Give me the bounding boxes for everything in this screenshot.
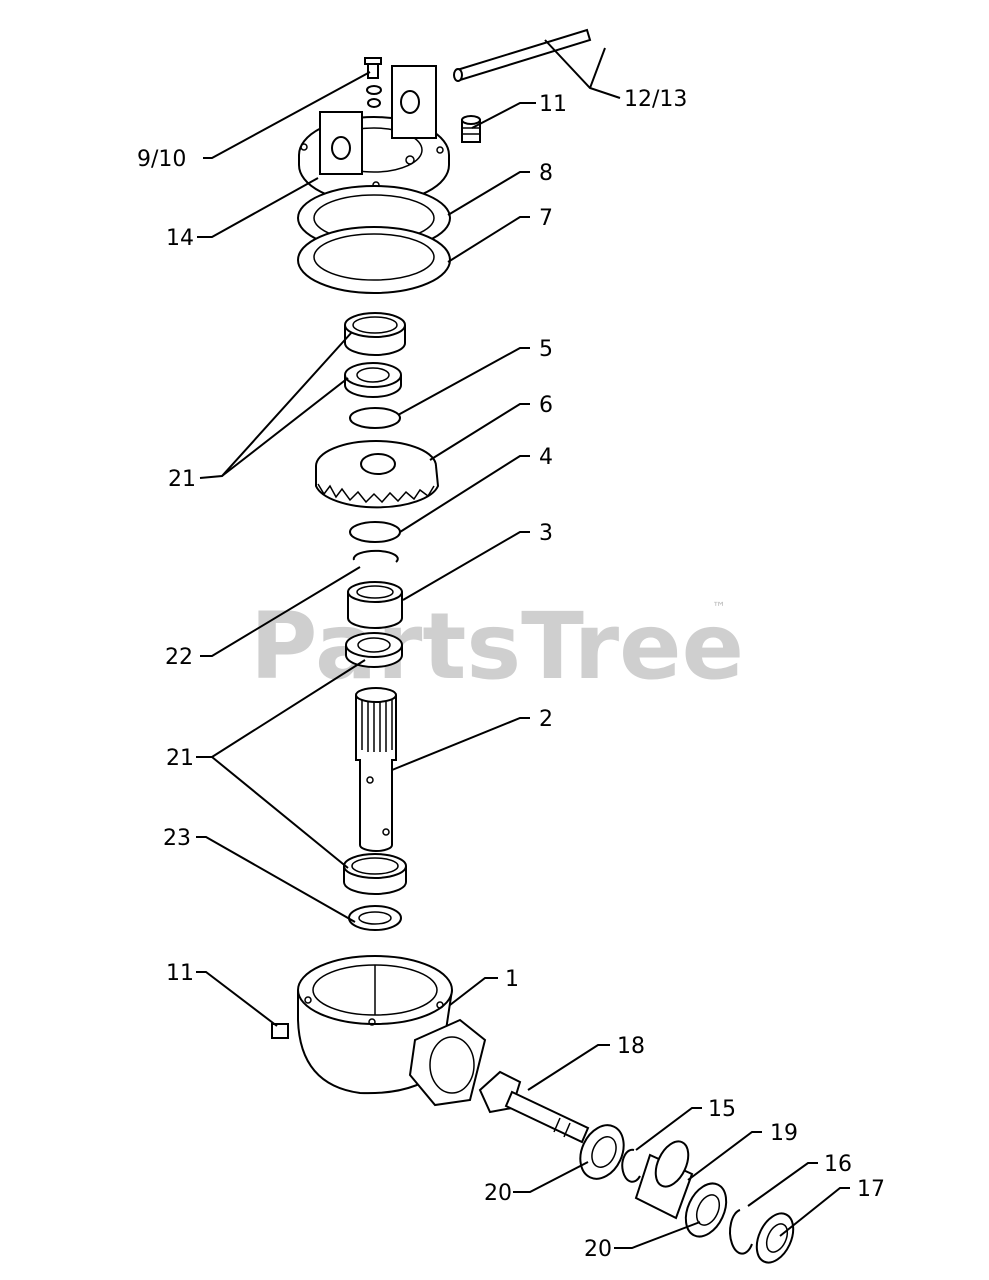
part-bearing-cone-mid: [345, 632, 403, 668]
part-seal-23: [348, 905, 402, 931]
callout-18: 18: [617, 1034, 645, 1059]
callout-7: 7: [539, 206, 553, 231]
callout-16: 16: [824, 1152, 852, 1177]
callout-17: 17: [857, 1177, 885, 1202]
callout-15: 15: [708, 1097, 736, 1122]
callout-9-10: 9/10: [137, 147, 186, 172]
callout-11-top: 11: [539, 92, 567, 117]
part-bearing-20a: [579, 1124, 625, 1180]
part-shim-5: [349, 407, 401, 429]
part-bolt-washer: [364, 57, 382, 108]
callout-labels: 12/13 11 9/10 8 7 14 5 6 21 4 3 22 2 21 …: [137, 87, 885, 1262]
part-snap-ring: [352, 549, 399, 563]
part-bearing-cone-top: [344, 362, 402, 398]
part-spacer-19: [634, 1140, 694, 1220]
callout-20-a: 20: [484, 1181, 512, 1206]
callout-4: 4: [539, 445, 553, 470]
part-pinion-shaft: [478, 1070, 590, 1144]
part-bearing-cup-bottom: [343, 853, 407, 895]
callout-2: 2: [539, 707, 553, 732]
part-spacer: [347, 581, 403, 629]
callout-1: 1: [505, 967, 519, 992]
callout-21-top: 21: [168, 467, 196, 492]
part-gearbox-housing: [297, 955, 487, 1107]
part-shim-4: [349, 521, 401, 543]
watermark-trademark: ™: [712, 600, 726, 616]
callout-21-mid: 21: [166, 746, 194, 771]
part-seal-17: [755, 1212, 795, 1264]
callout-20-b: 20: [584, 1237, 612, 1262]
part-splined-shaft: [355, 687, 397, 852]
part-plug-top: [461, 115, 481, 143]
part-snap-ring-16: [729, 1209, 753, 1255]
part-gasket-7: [297, 226, 451, 294]
part-bevel-gear: [315, 440, 440, 509]
callout-22: 22: [165, 645, 193, 670]
callout-3: 3: [539, 521, 553, 546]
callout-19: 19: [770, 1121, 798, 1146]
part-plug-bottom: [271, 1023, 289, 1039]
part-bearing-cup-top: [344, 312, 406, 356]
part-pin: [453, 28, 592, 82]
part-snap-ring-15: [621, 1148, 641, 1183]
callout-8: 8: [539, 161, 553, 186]
leader-lines: [196, 39, 850, 1249]
callout-11-bot: 11: [166, 961, 194, 986]
callout-5: 5: [539, 337, 553, 362]
callout-6: 6: [539, 393, 553, 418]
callout-14: 14: [166, 226, 194, 251]
callout-23: 23: [163, 826, 191, 851]
watermark-text: PartsTree: [250, 593, 744, 700]
callout-12-13: 12/13: [624, 87, 687, 112]
